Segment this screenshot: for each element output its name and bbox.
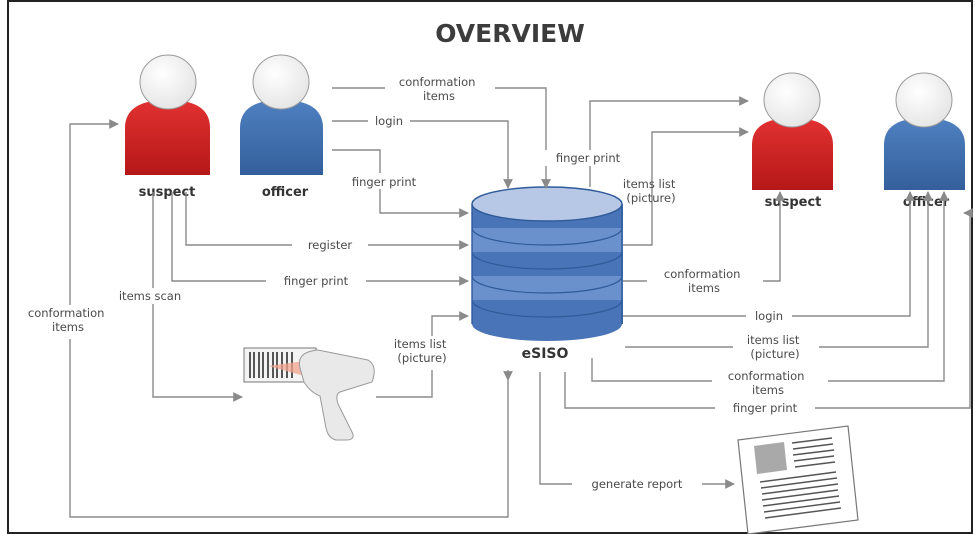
edge-label-finger-print-officer-right: finger print — [733, 401, 798, 415]
edge-label-finger-print-officer: finger print — [352, 175, 417, 189]
officer-left-label: officer — [262, 185, 309, 200]
edge-conformation-items-left — [69, 119, 509, 518]
suspect-left-person-icon — [125, 54, 210, 175]
report-document-icon — [737, 425, 859, 534]
edge-label-login-top: login — [375, 114, 403, 128]
edge-generate-report — [539, 372, 735, 489]
database-label: eSISO — [522, 346, 569, 362]
edge-items-list-right — [623, 127, 749, 246]
edge-labels: conformation items login finger print fi… — [18, 73, 828, 492]
barcode-scanner-icon — [243, 347, 375, 441]
edge-label-finger-print-suspect: finger print — [284, 274, 349, 288]
database-icon — [471, 186, 623, 341]
edge-label-conformation-items-top: conformation items — [399, 75, 479, 103]
edge-label-finger-print-top: finger print — [556, 151, 621, 165]
suspect-left-label: suspect — [139, 185, 196, 200]
edge-label-items-list-officer-right: items list (picture) — [747, 333, 803, 361]
frame-border — [7, 0, 973, 534]
edge-login-officer-right — [623, 191, 915, 317]
officer-right-person-icon — [884, 72, 965, 190]
edge-items-scan — [152, 192, 243, 402]
edge-register — [185, 192, 469, 250]
edge-label-items-scan: items scan — [119, 289, 181, 303]
edge-label-conformation-items-left: conformation items — [28, 306, 108, 334]
officer-left-person-icon — [240, 54, 323, 175]
edge-finger-print-officer-right — [564, 208, 973, 409]
edge-label-items-list-scanner: items list (picture) — [394, 337, 450, 365]
edge-items-list-officer-right — [625, 191, 933, 348]
suspect-right-label: suspect — [765, 195, 822, 210]
diagram-title: OVERVIEW — [435, 19, 585, 48]
edge-label-items-list-right: items list (picture) — [623, 177, 679, 205]
edge-finger-print-top — [589, 96, 749, 187]
edge-label-register: register — [308, 238, 353, 252]
edge-label-login-officer-right: login — [755, 309, 783, 323]
suspect-right-person-icon — [752, 72, 833, 190]
edge-finger-print-suspect — [171, 192, 469, 286]
edge-label-conformation-items-officer-right: conformation items — [728, 369, 808, 397]
edge-label-conformation-items-suspect-right: conformation items — [664, 267, 744, 295]
edge-label-generate-report: generate report — [592, 477, 683, 491]
